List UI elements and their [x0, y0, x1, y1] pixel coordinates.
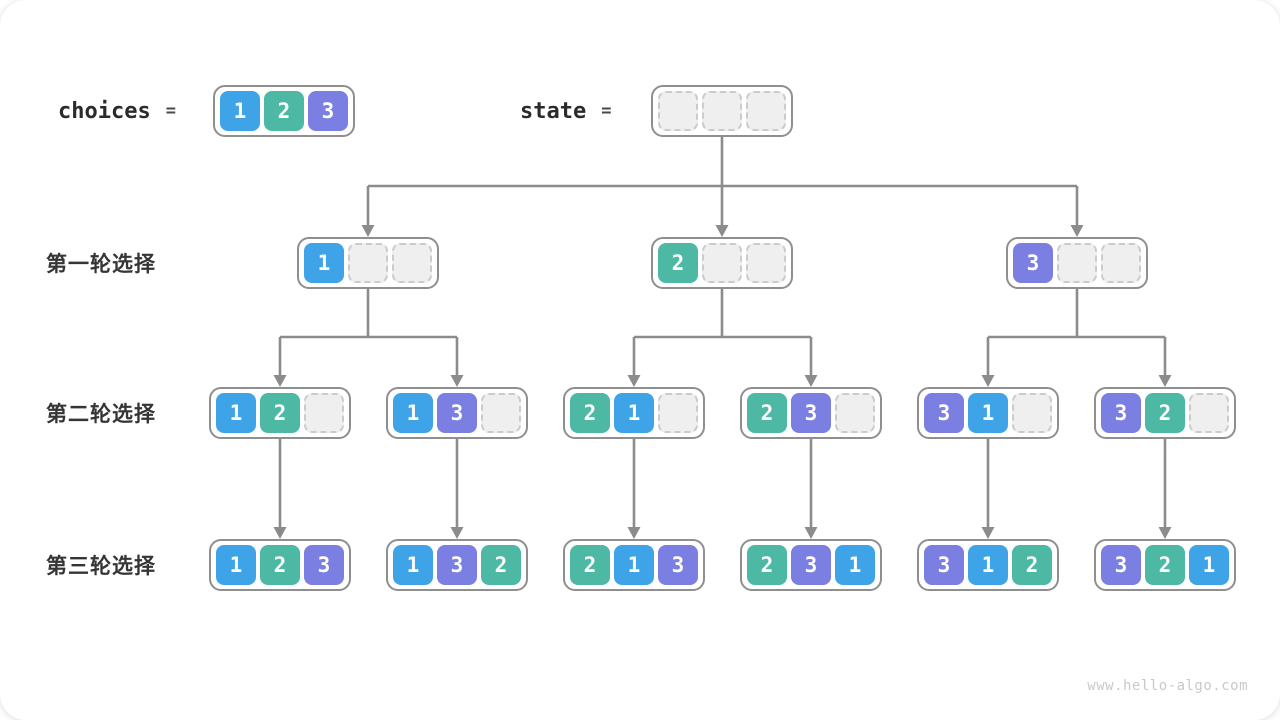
tree-node-l2-4: 3 1	[917, 387, 1059, 439]
tree-node-l3-4: 3 1 2	[917, 539, 1059, 591]
state-cell: 2	[481, 545, 521, 585]
state-cell	[392, 243, 432, 283]
state-cell	[1101, 243, 1141, 283]
state-cell	[1189, 393, 1229, 433]
choices-header: choices =	[58, 85, 176, 137]
state-cell: 2	[658, 243, 698, 283]
tree-node-l3-3: 2 3 1	[740, 539, 882, 591]
tree-node-l1-0: 1	[297, 237, 439, 289]
state-cell	[658, 393, 698, 433]
state-cell: 3	[924, 393, 964, 433]
row-label-round-1: 第一轮选择	[46, 253, 156, 276]
choices-label: choices	[58, 98, 151, 124]
state-cell: 2	[1012, 545, 1052, 585]
state-cell: 1	[216, 393, 256, 433]
state-cell: 2	[747, 393, 787, 433]
state-array-root	[651, 85, 793, 137]
state-cell	[658, 91, 698, 131]
choices-cell: 1	[220, 91, 260, 131]
tree-node-l3-1: 1 3 2	[386, 539, 528, 591]
state-cell: 1	[614, 545, 654, 585]
state-cell: 1	[835, 545, 875, 585]
state-cell	[746, 91, 786, 131]
state-cell: 3	[791, 545, 831, 585]
state-cell	[481, 393, 521, 433]
state-cell: 1	[614, 393, 654, 433]
state-cell	[746, 243, 786, 283]
tree-node-l2-2: 2 1	[563, 387, 705, 439]
state-cell: 3	[1013, 243, 1053, 283]
state-cell: 2	[260, 393, 300, 433]
state-cell: 2	[1145, 393, 1185, 433]
state-cell: 2	[260, 545, 300, 585]
state-cell: 2	[570, 545, 610, 585]
state-cell: 2	[1145, 545, 1185, 585]
state-cell: 3	[658, 545, 698, 585]
state-cell: 1	[968, 545, 1008, 585]
state-cell: 1	[393, 545, 433, 585]
state-cell: 3	[437, 393, 477, 433]
state-cell: 2	[747, 545, 787, 585]
state-cell	[702, 243, 742, 283]
state-cell: 3	[791, 393, 831, 433]
state-header: state =	[520, 85, 611, 137]
state-cell: 1	[1189, 545, 1229, 585]
tree-node-l2-0: 1 2	[209, 387, 351, 439]
state-cell: 3	[1101, 393, 1141, 433]
state-equals-sign: =	[601, 101, 612, 121]
state-cell: 1	[968, 393, 1008, 433]
tree-node-l3-5: 3 2 1	[1094, 539, 1236, 591]
tree-node-l3-2: 2 1 3	[563, 539, 705, 591]
choices-cell: 3	[308, 91, 348, 131]
tree-node-l1-2: 3	[1006, 237, 1148, 289]
state-cell: 3	[437, 545, 477, 585]
state-cell	[835, 393, 875, 433]
choices-equals-sign: =	[165, 101, 176, 121]
choices-array: 1 2 3	[213, 85, 355, 137]
state-cell: 3	[304, 545, 344, 585]
state-cell: 1	[393, 393, 433, 433]
state-cell	[348, 243, 388, 283]
choices-cell: 2	[264, 91, 304, 131]
tree-node-l2-1: 1 3	[386, 387, 528, 439]
state-cell	[1057, 243, 1097, 283]
tree-node-l3-0: 1 2 3	[209, 539, 351, 591]
row-label-round-2: 第二轮选择	[46, 403, 156, 426]
row-label-round-3: 第三轮选择	[46, 555, 156, 578]
state-cell: 3	[924, 545, 964, 585]
state-cell: 1	[216, 545, 256, 585]
state-cell	[304, 393, 344, 433]
state-cell	[1012, 393, 1052, 433]
state-cell: 2	[570, 393, 610, 433]
state-cell: 1	[304, 243, 344, 283]
tree-node-l2-5: 3 2	[1094, 387, 1236, 439]
state-label: state	[520, 98, 587, 124]
state-cell: 3	[1101, 545, 1141, 585]
tree-node-l1-1: 2	[651, 237, 793, 289]
tree-node-l2-3: 2 3	[740, 387, 882, 439]
state-cell	[702, 91, 742, 131]
watermark: www.hello-algo.com	[1087, 678, 1248, 694]
